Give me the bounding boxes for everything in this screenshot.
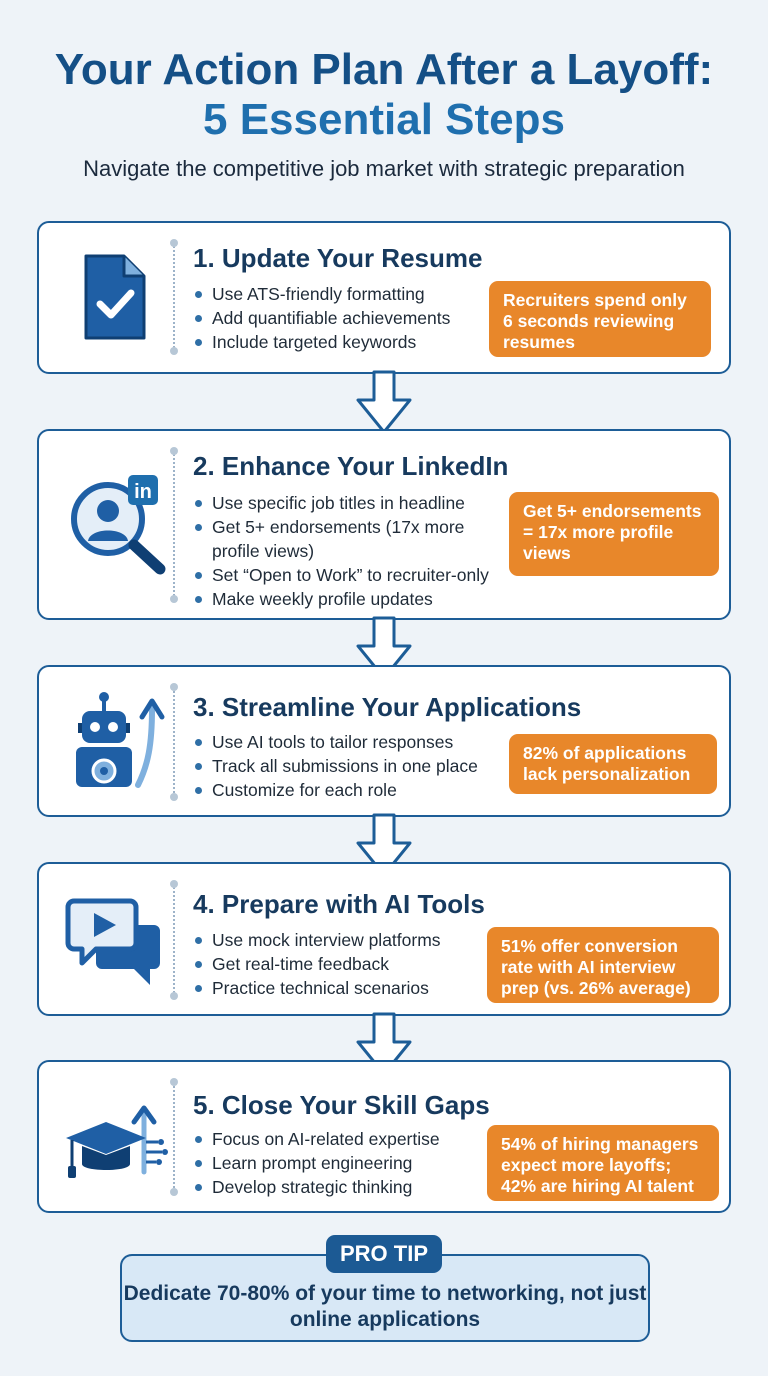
step-bullets: Focus on AI-related expertise Learn prom…	[193, 1127, 440, 1199]
step-title: 5. Close Your Skill Gaps	[193, 1090, 490, 1120]
bullet-item: Get real-time feedback	[193, 952, 441, 976]
bullet-item: Add quantifiable achievements	[193, 306, 450, 330]
page-title-line-2: 5 Essential Steps	[203, 95, 565, 144]
graduation-cap-icon	[57, 1082, 177, 1192]
step-title: 2. Enhance Your LinkedIn	[193, 451, 509, 481]
stat-badge: 54% of hiring managers expect more layof…	[487, 1125, 719, 1201]
bullet-item: Use mock interview platforms	[193, 928, 441, 952]
step-bullets: Use AI tools to tailor responses Track a…	[193, 730, 478, 802]
step-bullets: Use mock interview platforms Get real-ti…	[193, 928, 441, 1000]
bullet-item: Include targeted keywords	[193, 330, 450, 354]
linkedin-search-icon: in	[57, 465, 177, 575]
step-bullets: Use ATS-friendly formatting Add quantifi…	[193, 282, 450, 354]
bullet-item: Use AI tools to tailor responses	[193, 730, 478, 754]
pro-tip-label: PRO TIP	[326, 1235, 442, 1273]
document-check-icon	[57, 243, 177, 353]
step-card-ai-tools: 4. Prepare with AI Tools Use mock interv…	[37, 862, 731, 1016]
step-card-skill-gaps: 5. Close Your Skill Gaps Focus on AI-rel…	[37, 1060, 731, 1213]
bullet-item: Customize for each role	[193, 778, 478, 802]
down-arrow-icon	[356, 616, 412, 680]
down-arrow-icon	[356, 813, 412, 877]
step-divider	[170, 683, 178, 801]
bullet-item: Use specific job titles in headline	[193, 491, 493, 515]
step-divider	[170, 239, 178, 355]
bullet-item: Use ATS-friendly formatting	[193, 282, 450, 306]
bullet-item: Track all submissions in one place	[193, 754, 478, 778]
down-arrow-icon	[356, 1012, 412, 1076]
step-title: 3. Streamline Your Applications	[193, 692, 582, 722]
bullet-item: Get 5+ endorsements (17x more profile vi…	[193, 515, 493, 563]
svg-text:in: in	[134, 481, 152, 503]
step-title: 4. Prepare with AI Tools	[193, 889, 485, 919]
pro-tip-text: Dedicate 70-80% of your time to networki…	[123, 1282, 647, 1331]
page-subtitle: Navigate the competitive job market with…	[83, 156, 685, 181]
step-divider	[170, 880, 178, 1000]
step-divider	[170, 1078, 178, 1196]
bullet-item: Learn prompt engineering	[193, 1151, 440, 1175]
step-divider	[170, 447, 178, 603]
video-chat-icon	[57, 886, 177, 996]
bullet-item: Make weekly profile updates	[193, 587, 493, 611]
step-card-linkedin: in 2. Enhance Your LinkedIn Use specific…	[37, 429, 731, 620]
step-bullets: Use specific job titles in headline Get …	[193, 491, 493, 611]
bullet-item: Focus on AI-related expertise	[193, 1127, 440, 1151]
step-card-applications: 3. Streamline Your Applications Use AI t…	[37, 665, 731, 817]
down-arrow-icon	[356, 370, 412, 434]
step-card-resume: 1. Update Your Resume Use ATS-friendly f…	[37, 221, 731, 374]
page-title-line-1: Your Action Plan After a Layoff:	[54, 45, 714, 94]
stat-badge: Recruiters spend only 6 seconds reviewin…	[489, 281, 711, 357]
stat-badge: 82% of applications lack personalization	[509, 734, 717, 794]
robot-gear-icon	[57, 685, 177, 795]
stat-badge: Get 5+ endorsements = 17x more profile v…	[509, 492, 719, 576]
bullet-item: Develop strategic thinking	[193, 1175, 440, 1199]
stat-badge: 51% offer conversion rate with AI interv…	[487, 927, 719, 1003]
step-title: 1. Update Your Resume	[193, 243, 483, 273]
bullet-item: Practice technical scenarios	[193, 976, 441, 1000]
bullet-item: Set “Open to Work” to recruiter-only	[193, 563, 493, 587]
